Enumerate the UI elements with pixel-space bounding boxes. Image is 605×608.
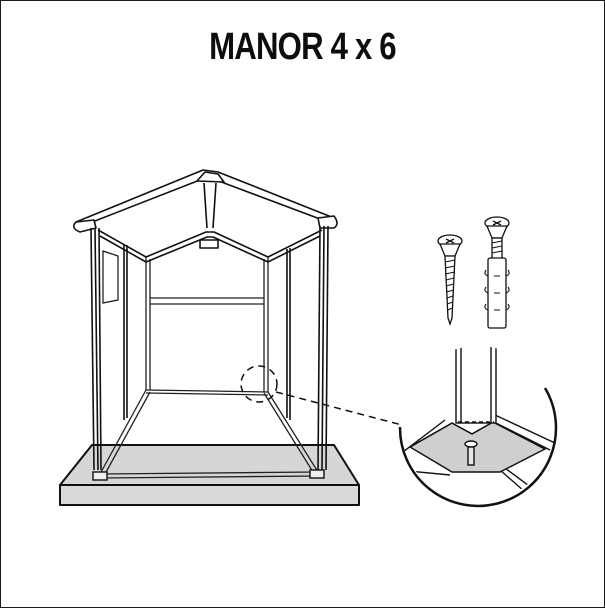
detail-callout bbox=[240, 365, 403, 426]
gable-roof bbox=[72, 169, 338, 263]
left-corner-post bbox=[90, 227, 128, 471]
screw-icon bbox=[437, 234, 463, 327]
back-wall bbox=[145, 257, 269, 392]
magnified-corner-detail bbox=[398, 346, 558, 508]
corner-brackets bbox=[92, 469, 325, 481]
foundation-slab bbox=[59, 444, 360, 506]
page-title: MANOR 4 x 6 bbox=[209, 26, 396, 68]
wall-plug-screw-icon bbox=[484, 216, 510, 329]
shed-floor bbox=[99, 389, 319, 479]
right-corner-post bbox=[286, 225, 329, 471]
